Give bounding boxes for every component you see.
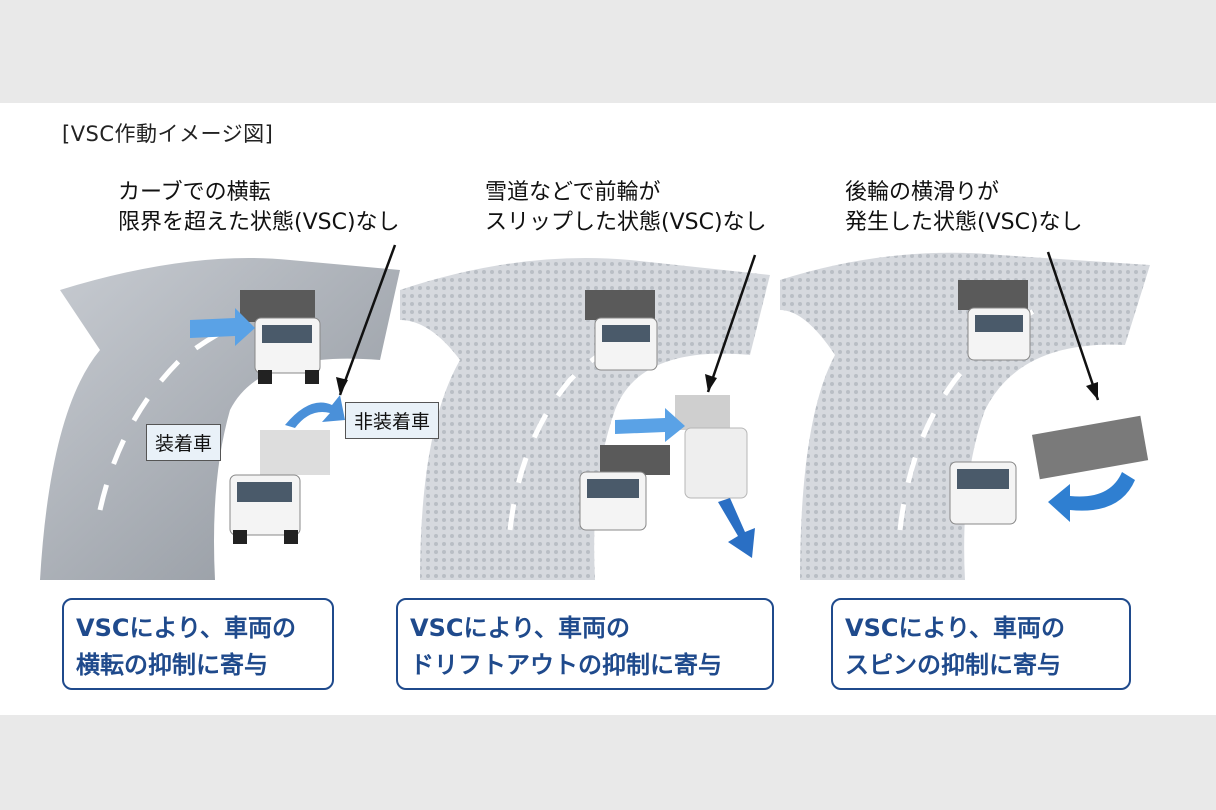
result-box-spin: VSCにより、車両の スピンの抑制に寄与: [831, 598, 1131, 690]
scene-rollover-illustration: [40, 180, 400, 585]
motion-arrow-icon: [285, 395, 345, 428]
result-box-driftout: VSCにより、車両の ドリフトアウトの抑制に寄与: [396, 598, 774, 690]
caption-line: 限界を超えた状態(VSC)なし: [118, 210, 400, 235]
truck-icon: [229, 430, 330, 544]
truck-icon: [949, 415, 1149, 525]
caption-line: カーブでの横転: [118, 180, 271, 205]
result-line: 横転の抑制に寄与: [76, 651, 268, 679]
scene-driftout-illustration: [400, 180, 780, 585]
truck-icon: [675, 395, 748, 499]
result-line: VSCにより、車両の: [410, 614, 631, 642]
truck-icon: [240, 290, 321, 384]
scene-2-caption: 雪道などで前輪が スリップした状態(VSC)なし: [485, 178, 767, 238]
caption-line: 発生した状態(VSC)なし: [845, 210, 1083, 235]
truck-icon: [958, 280, 1031, 361]
motion-arrow-icon: [190, 308, 255, 346]
scene-spin-illustration: [780, 180, 1160, 585]
equipped-vehicle-label: 装着車: [146, 424, 222, 461]
snowy-road: [400, 258, 770, 580]
unequipped-vehicle-label: 非装着車: [345, 402, 440, 439]
result-box-rollover: VSCにより、車両の 横転の抑制に寄与: [62, 598, 334, 690]
scene-1-caption: カーブでの横転 限界を超えた状態(VSC)なし: [118, 178, 400, 238]
result-line: スピンの抑制に寄与: [845, 651, 1061, 679]
diagram-title: [VSC作動イメージ図]: [62, 122, 274, 146]
result-line: VSCにより、車両の: [845, 614, 1066, 642]
truck-icon: [585, 290, 658, 371]
motion-arrow-icon: [1048, 472, 1135, 522]
caption-line: 雪道などで前輪が: [485, 180, 661, 205]
caption-line: 後輪の横滑りが: [845, 180, 1000, 205]
truck-icon: [579, 445, 670, 531]
snowy-road: [780, 252, 1150, 580]
result-line: VSCにより、車両の: [76, 614, 297, 642]
scene-3-caption: 後輪の横滑りが 発生した状態(VSC)なし: [845, 178, 1083, 238]
motion-arrow-icon: [615, 408, 685, 442]
motion-arrow-icon: [718, 498, 755, 558]
result-line: ドリフトアウトの抑制に寄与: [410, 651, 722, 679]
caption-line: スリップした状態(VSC)なし: [485, 210, 767, 235]
